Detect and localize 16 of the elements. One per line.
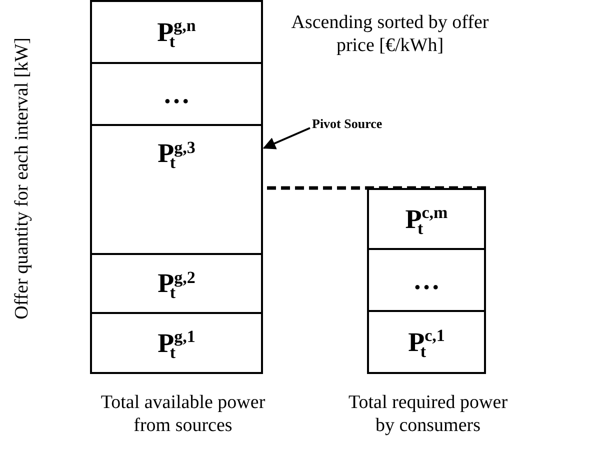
stack-block bbox=[90, 124, 263, 255]
stack-block bbox=[367, 188, 486, 250]
stack-block bbox=[90, 253, 263, 314]
stack-block bbox=[90, 0, 263, 64]
power-symbol: … bbox=[163, 80, 190, 108]
caption-text: Ascending sorted by offer price [€/kWh] bbox=[290, 12, 490, 58]
caption-text: Total required power by consumers bbox=[347, 392, 509, 438]
axis-label: Offer quantity for each interval [kW] bbox=[12, 36, 34, 322]
stack-block bbox=[367, 310, 486, 374]
arrow bbox=[262, 127, 310, 150]
caption-text: Total available power from sources bbox=[100, 392, 266, 438]
stack-block bbox=[367, 248, 486, 312]
callout-text: Pivot Source bbox=[312, 116, 382, 132]
stack-block bbox=[90, 312, 263, 374]
stack-block bbox=[90, 62, 263, 126]
power-symbol: … bbox=[413, 266, 440, 294]
